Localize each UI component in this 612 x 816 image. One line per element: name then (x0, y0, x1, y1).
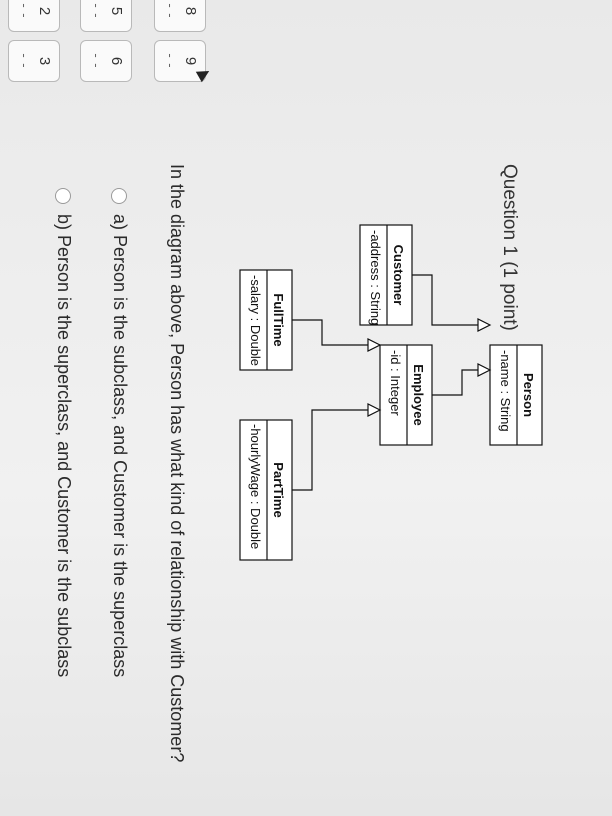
customer-to-person-connector (412, 274, 486, 326)
employee-inheritance-arrow (367, 403, 382, 417)
fulltime-to-employee-connector (292, 319, 376, 346)
customer-class-name: Customer (391, 245, 406, 306)
employee-to-person-connector (432, 369, 486, 396)
fulltime-class-name: FullTime (271, 293, 286, 346)
employee-inheritance-arrow (367, 338, 382, 352)
answer-option-label: b) Person is the superclass, and Custome… (54, 214, 74, 678)
answer-option-label: a) Person is the subclass, and Customer … (110, 214, 130, 678)
employee-attribute: -id : Integer (388, 350, 403, 416)
answer-option-a[interactable]: a) Person is the subclass, and Customer … (109, 188, 130, 677)
question-prompt: In the diagram above, Person has what ki… (167, 164, 187, 763)
parttime-attribute: -hourlyWage : Double (248, 424, 263, 549)
answer-option-b[interactable]: b) Person is the superclass, and Custome… (53, 188, 74, 677)
fulltime-attribute: -salary : Double (248, 275, 263, 366)
customer-attribute: -address : String (368, 230, 383, 325)
person-attribute: -name : String (498, 350, 513, 432)
parttime-class-name: PartTime (271, 462, 286, 517)
employee-class-name: Employee (411, 364, 426, 425)
person-inheritance-arrow (477, 363, 492, 377)
person-class-name: Person (521, 373, 536, 417)
person-class-box (489, 344, 543, 446)
radio-button-b[interactable] (55, 188, 72, 204)
parttime-to-employee-connector (292, 409, 376, 491)
person-inheritance-arrow (477, 318, 492, 332)
radio-button-a[interactable] (111, 188, 128, 204)
